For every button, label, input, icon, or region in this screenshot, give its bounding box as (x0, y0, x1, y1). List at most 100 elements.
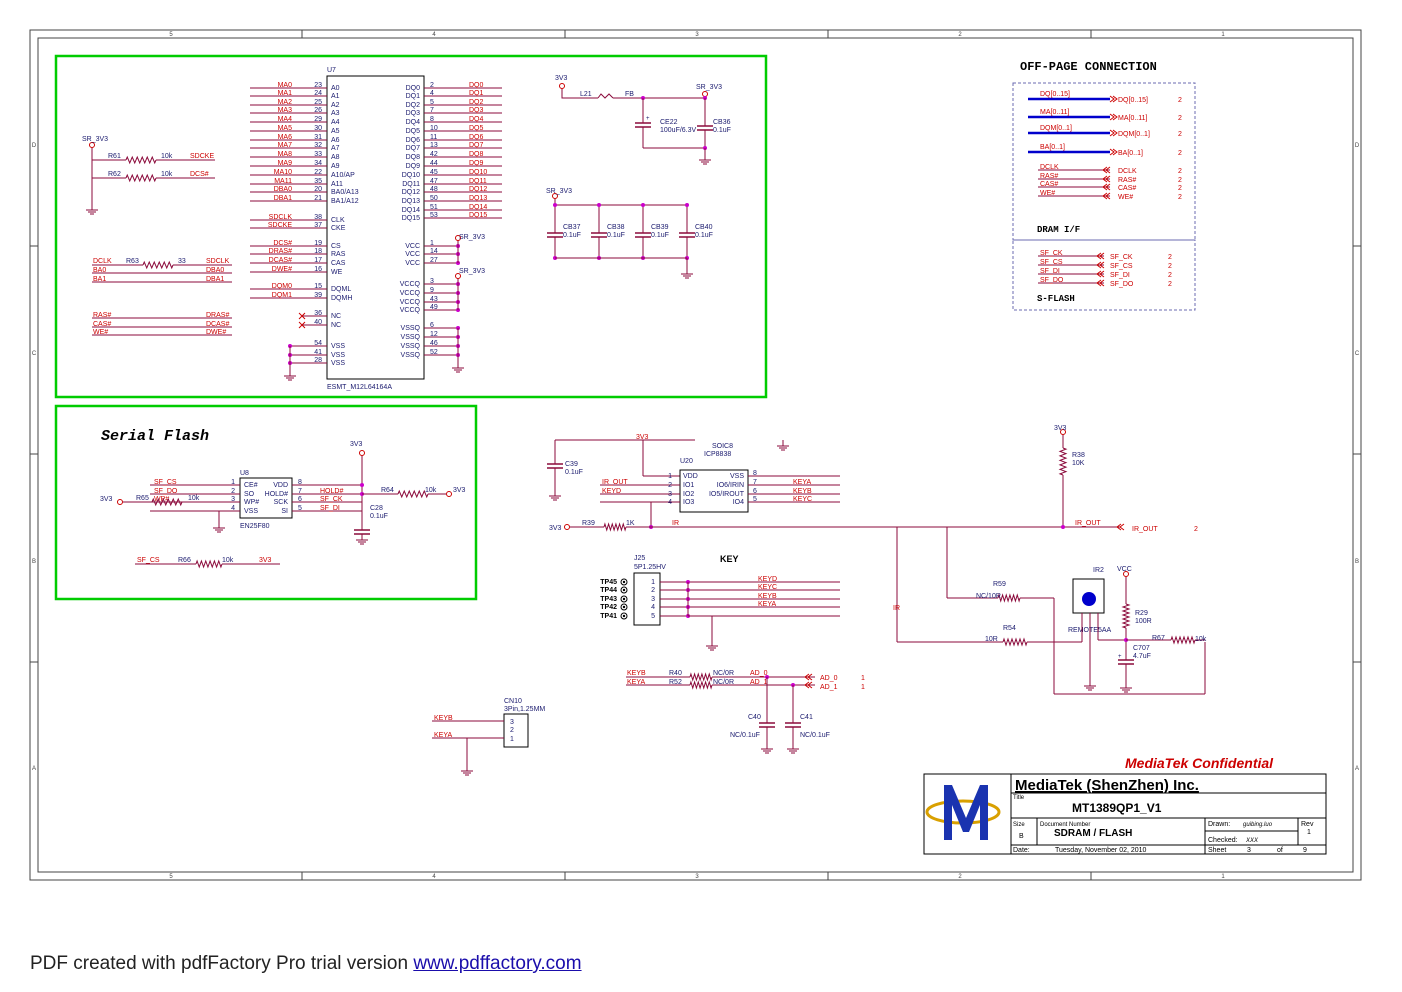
bus-page-number: 2 (1178, 131, 1182, 138)
ce22-value: 100uF/6.3V (660, 127, 697, 134)
sdram-pin-number: 7 (430, 107, 434, 114)
bus-page-number: 2 (1178, 150, 1182, 157)
r29-resistor-icon (1121, 603, 1131, 629)
u20-pin-name: IO6/IRIN (717, 482, 744, 489)
offpage-arrow-icon (1105, 175, 1111, 183)
sdram-net-label: DCAS# (269, 257, 292, 264)
sdram-pin-name: A6 (331, 137, 340, 144)
key-net-label: KEYC (758, 584, 777, 591)
sf-net-label: SF_DI (1040, 268, 1060, 275)
r61-ref: R61 (108, 153, 121, 160)
size-value: B (1019, 833, 1024, 840)
zone-label: 3 (695, 32, 699, 38)
sdram-pin-name: VCCQ (400, 290, 421, 297)
signal-offpage-label: WE# (1118, 194, 1133, 201)
footer-link[interactable]: www.pdffactory.com (413, 953, 582, 974)
zone-label: D (1355, 143, 1360, 149)
offpage-arrow-icon (1112, 95, 1118, 103)
u20-pin-number: 7 (753, 479, 757, 486)
cn10-net-label: KEYA (434, 732, 452, 739)
u20-pin-number: 8 (753, 470, 757, 477)
offpage-arrow-icon (1102, 166, 1108, 174)
zone-label: A (1355, 766, 1359, 772)
dram-if-label: DRAM I/F (1037, 225, 1080, 235)
r52-ref: R52 (669, 679, 682, 686)
sdram-pin-name: DQ14 (402, 207, 420, 214)
r52-value: NC/0R (713, 679, 734, 686)
bus-net-label: BA[0..1] (1040, 144, 1065, 151)
drawn-value: guibing.luo (1243, 822, 1273, 828)
u20-pin-number: 4 (668, 499, 672, 506)
ir-receiver-lens-icon (1082, 592, 1096, 606)
dba0-net: DBA0 (206, 267, 224, 274)
sdram-pin-name: VSS (331, 360, 345, 367)
offpage-arrow-icon (1102, 183, 1108, 191)
signal-offpage-label: CAS# (1118, 185, 1136, 192)
testpoint-label: TP43 (600, 596, 617, 603)
testpoint-icon (622, 605, 626, 609)
decap-value: 0.1uF (563, 232, 581, 239)
sdram-pin-number: 30 (314, 125, 322, 132)
offpage-arrow-icon (1105, 166, 1111, 174)
dcas-net: DCAS# (206, 321, 229, 328)
sdram-pin-number: 18 (314, 248, 322, 255)
sdram-pin-name: A5 (331, 128, 340, 135)
sdram-pin-name: DQ3 (406, 110, 421, 117)
sdram-net-label: MA10 (274, 169, 292, 176)
zone-label: 1 (1221, 874, 1225, 880)
sdram-pin-number: 13 (430, 142, 438, 149)
key-title: KEY (720, 554, 739, 564)
cn10-pin-number: 2 (510, 727, 514, 734)
testpoint-icon (622, 580, 626, 584)
flash-pin-name: HOLD# (265, 491, 288, 498)
sdram-pin-number: 37 (314, 222, 322, 229)
sflash-box (1012, 239, 1196, 311)
zone-label: 5 (169, 874, 173, 880)
sdram-pin-number: 17 (314, 257, 322, 264)
r62-resistor-icon (125, 173, 157, 183)
title-label: Title (1013, 795, 1025, 801)
sdram-pin-number: 5 (430, 99, 434, 106)
r61-resistor-icon (125, 155, 157, 165)
decap-ref: CB38 (607, 224, 625, 231)
we-net: WE# (93, 329, 108, 336)
testpoint-label: TP42 (600, 604, 617, 611)
junction-dot (641, 203, 645, 207)
sdram-net-label: DQ9 (469, 160, 484, 167)
sheets-value: 9 (1303, 847, 1307, 854)
r39-ref: R39 (582, 520, 595, 527)
c28-ref: C28 (370, 505, 383, 512)
sdram-pin-name: A0 (331, 85, 340, 92)
decap-value: 0.1uF (651, 232, 669, 239)
r66-power: 3V3 (259, 557, 272, 564)
signal-net-label: WE# (1040, 190, 1055, 197)
sheet-title: MT1389QP1_V1 (1072, 801, 1162, 815)
r54-value: 10R (985, 636, 998, 643)
flash-pin-name: VDD (273, 482, 288, 489)
sf-net-label: SF_CK (1040, 250, 1063, 257)
r59-value: NC/10R (976, 593, 1001, 600)
offpage-arrow-icon (807, 681, 813, 689)
3v3-label: 3V3 (1054, 425, 1067, 432)
sf-net-label: SF_DO (1040, 277, 1064, 284)
offpage-arrow-icon (1112, 129, 1118, 137)
cn10-part: 3Pin,1.25MM (504, 706, 545, 713)
sr3v3-label: SR_3V3 (82, 136, 108, 143)
sdram-pin-name: CKE (331, 225, 346, 232)
sdram-pin-number: 31 (314, 134, 322, 141)
j25-pin-number: 2 (651, 587, 655, 594)
u20-net-label: KEYD (602, 488, 621, 495)
sdram-pin-name: DQ13 (402, 198, 420, 205)
sdram-net-label: MA3 (278, 107, 293, 114)
sr3v3-port (89, 142, 95, 148)
zone-label: C (32, 351, 37, 357)
sdram-pin-number: 39 (314, 292, 322, 299)
offpage-arrow-icon (804, 681, 810, 689)
flash-net-label: WP# (154, 496, 169, 503)
3v3-port (359, 450, 365, 456)
sflash-label: S-FLASH (1037, 294, 1075, 304)
r64-value: 10k (425, 487, 437, 494)
u20-part: ICP8838 (704, 451, 731, 458)
sdram-pin-name: BA1/A12 (331, 198, 359, 205)
r63-value: 33 (178, 258, 186, 265)
